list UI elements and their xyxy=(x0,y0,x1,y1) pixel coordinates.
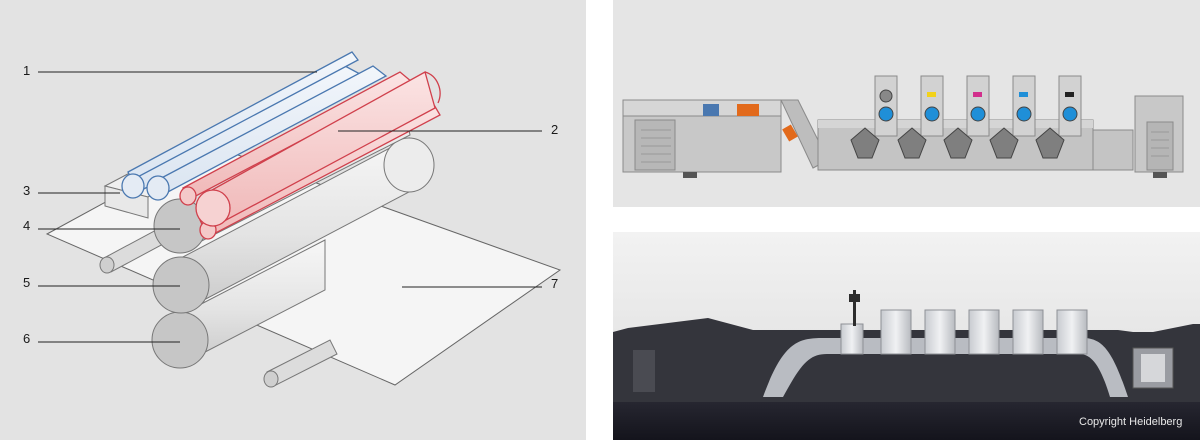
printing-unit-1 xyxy=(850,75,898,159)
ink-cyan xyxy=(1019,92,1028,97)
callout-1: 1 xyxy=(23,63,30,78)
offset-schematic-diagram: 1 2 3 4 5 6 7 xyxy=(23,51,562,388)
callout-2: 2 xyxy=(551,122,558,137)
photo-printing-units xyxy=(840,309,1088,355)
callout-5: 5 xyxy=(23,275,30,290)
leader-lines xyxy=(38,71,542,343)
callout-4: 4 xyxy=(23,218,30,233)
control-tower xyxy=(849,290,860,326)
blanket-cylinder xyxy=(152,137,435,314)
guide-roller-lower xyxy=(263,339,338,388)
delivery-conveyor xyxy=(1092,129,1134,171)
copyright-text: Copyright Heidelberg xyxy=(1079,416,1182,428)
ink-black xyxy=(1065,92,1074,97)
press-cross-section-panel xyxy=(613,0,1200,207)
callout-6: 6 xyxy=(23,331,30,346)
feeder-unit xyxy=(622,99,782,178)
printing-unit-3 xyxy=(943,75,990,159)
dampening-rollers xyxy=(121,51,388,201)
ink-yellow xyxy=(927,92,936,97)
printing-unit-2 xyxy=(897,75,944,159)
inking-rollers xyxy=(179,71,441,240)
impression-cylinder xyxy=(151,239,326,369)
press-photo: Copyright Heidelberg xyxy=(613,232,1200,440)
feeder-window xyxy=(633,350,655,392)
printing-unit-5 xyxy=(1035,75,1082,159)
delivery-unit xyxy=(1134,95,1184,178)
press-photo-panel: Copyright Heidelberg xyxy=(613,232,1200,440)
press-cross-section-illustration xyxy=(622,75,1184,178)
offset-schematic-panel: 1 2 3 4 5 6 7 xyxy=(0,0,586,440)
printing-unit-4 xyxy=(989,75,1036,159)
feeder-accent xyxy=(737,104,759,116)
ink-magenta xyxy=(973,92,982,97)
callout-7: 7 xyxy=(551,276,558,291)
callout-3: 3 xyxy=(23,183,30,198)
